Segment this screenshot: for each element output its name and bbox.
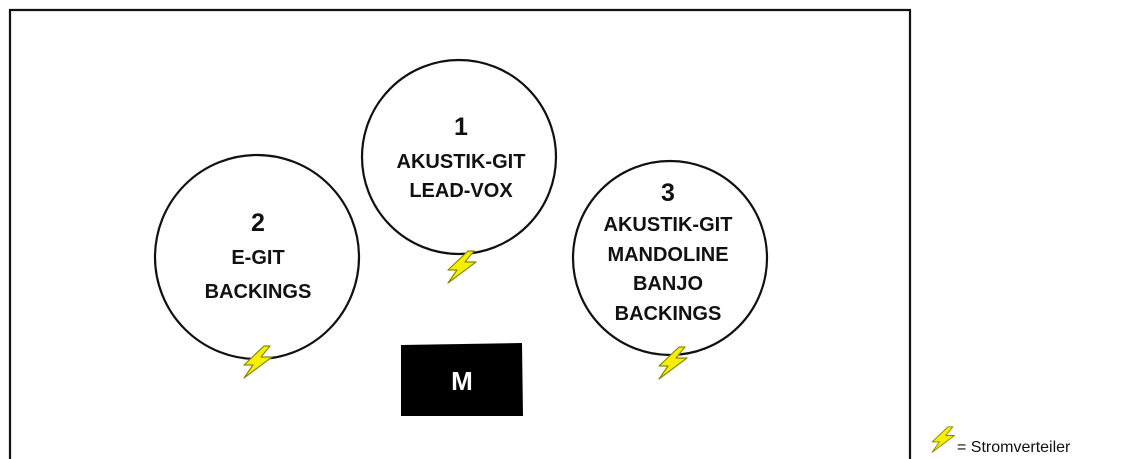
station-2-line-2: BACKINGS — [205, 281, 312, 303]
station-3-line-3: BANJO — [633, 273, 703, 295]
station-1: 1 AKUSTIK-GIT LEAD-VOX — [360, 58, 558, 256]
station-2: 2 E-GIT BACKINGS — [153, 153, 361, 361]
station-1-number: 1 — [454, 113, 468, 141]
station-3-line-2: MANDOLINE — [607, 244, 728, 266]
legend-lightning-bolt-icon — [931, 426, 955, 453]
station-2-number: 2 — [251, 209, 265, 237]
station-3-line-1: AKUSTIK-GIT — [604, 214, 733, 236]
station-3-line-4: BACKINGS — [615, 303, 722, 325]
monitor-box — [401, 343, 523, 416]
power-distributor-1-icon — [447, 250, 477, 284]
legend-text: = Stromverteiler — [957, 439, 1071, 456]
station-1-line-2: LEAD-VOX — [409, 180, 513, 202]
legend: = Stromverteiler — [931, 426, 1071, 456]
stage-outline — [8, 8, 912, 459]
station-1-line-1: AKUSTIK-GIT — [397, 151, 526, 173]
station-3-number: 3 — [661, 179, 675, 207]
station-3: 3 AKUSTIK-GIT MANDOLINE BANJO BACKINGS — [571, 159, 769, 357]
station-2-line-1: E-GIT — [231, 247, 284, 269]
station-1-circle — [360, 58, 558, 256]
monitor: M — [401, 343, 523, 416]
monitor-label: M — [451, 366, 473, 396]
